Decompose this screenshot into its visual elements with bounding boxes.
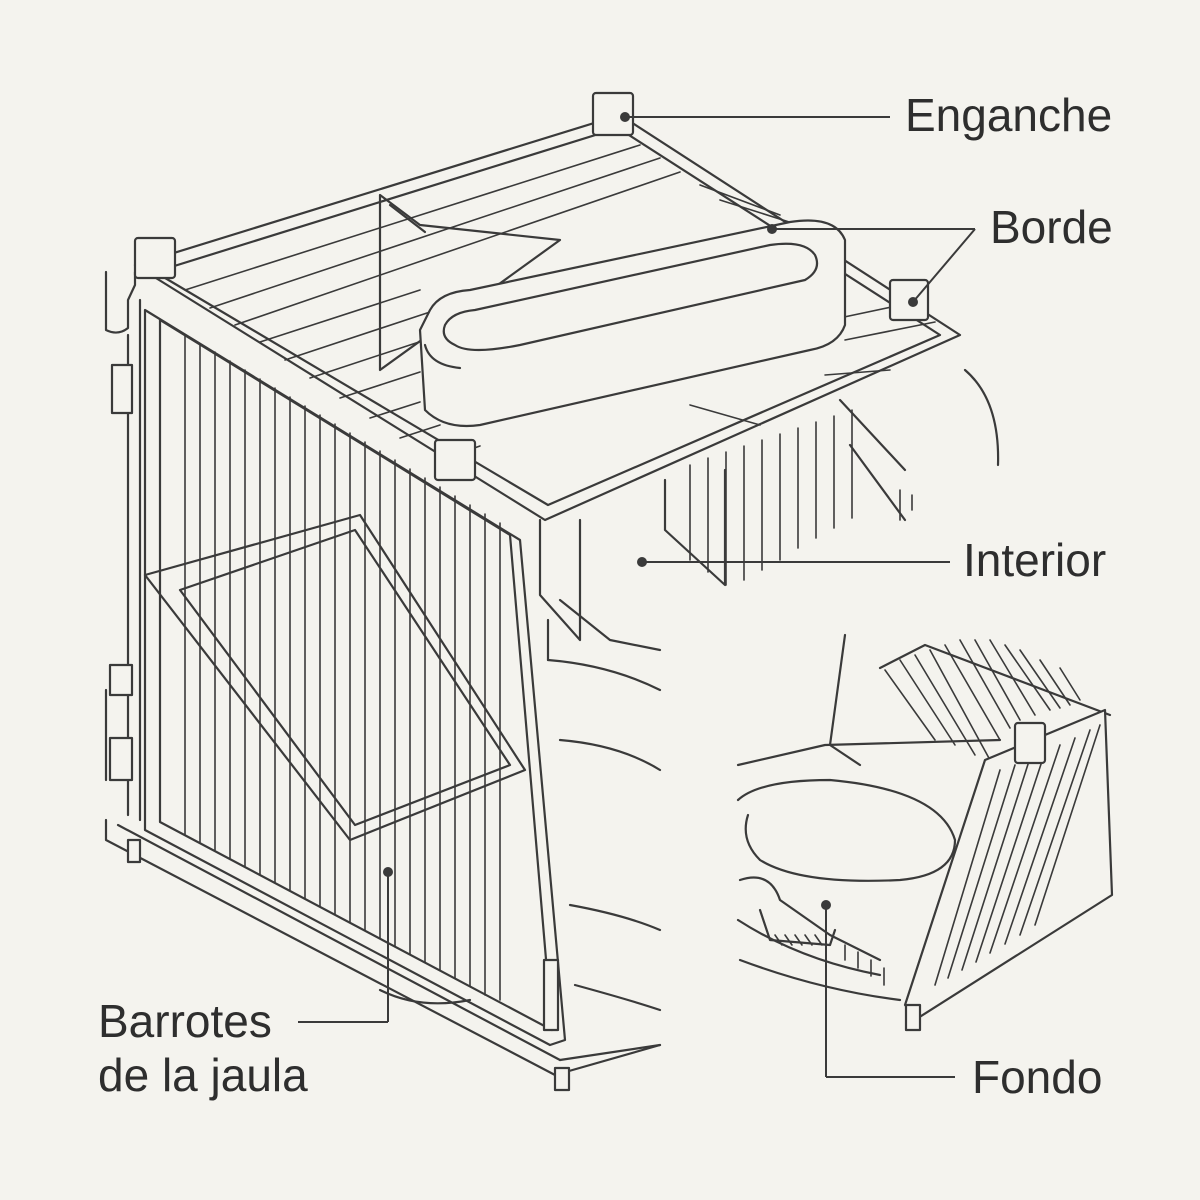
- label-interior: Interior: [963, 534, 1107, 586]
- base-tray: [378, 598, 662, 1062]
- detail-inset: [736, 633, 1114, 1032]
- leader-fondo: [821, 900, 955, 1078]
- leader-barrotes: [298, 867, 393, 1023]
- left-side-panel: [104, 270, 142, 822]
- leader-interior: [637, 557, 950, 567]
- leader-borde: [767, 224, 976, 307]
- label-fondo: Fondo: [972, 1051, 1103, 1103]
- front-door-panel: [104, 308, 662, 1092]
- food-bowl: [418, 219, 847, 428]
- label-borde: Borde: [990, 201, 1113, 253]
- label-enganche: Enganche: [905, 89, 1113, 141]
- inner-back-wall: [538, 368, 1000, 642]
- label-barrotes-line2: de la jaula: [98, 1049, 308, 1101]
- label-barrotes-line1: Barrotes: [98, 995, 272, 1047]
- leader-enganche: [620, 112, 890, 122]
